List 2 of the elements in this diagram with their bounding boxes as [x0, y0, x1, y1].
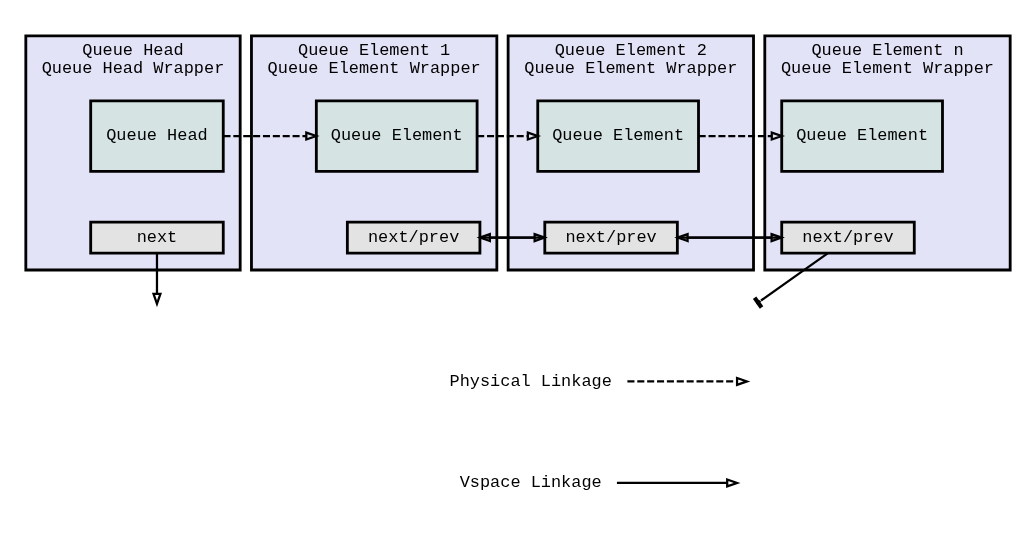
legend-label: Physical Linkage	[449, 371, 612, 391]
legend-label: Vspace Linkage	[459, 473, 602, 493]
